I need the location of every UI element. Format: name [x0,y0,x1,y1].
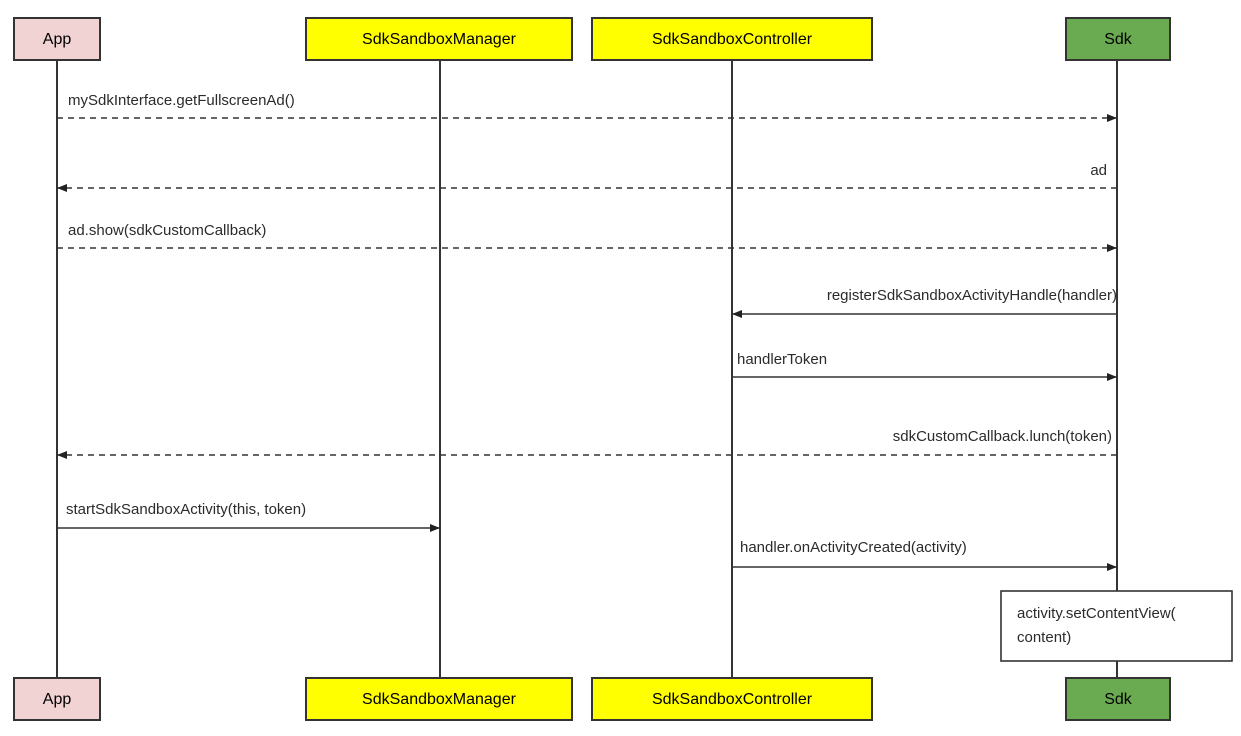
message-label-m6: sdkCustomCallback.lunch(token) [893,428,1112,445]
participant-controller-bottom[interactable]: SdkSandboxController [591,677,873,721]
participant-sdk-bottom[interactable]: Sdk [1065,677,1171,721]
note-set-content-view-box [1000,590,1233,662]
participant-box-app-top[interactable] [13,17,101,61]
participant-box-controller-top[interactable] [591,17,873,61]
message-m5: handlerToken [732,351,1117,381]
participant-box-sdk-top[interactable] [1065,17,1171,61]
participant-manager-top[interactable]: SdkSandboxManager [305,17,573,61]
participant-box-app-bottom[interactable] [13,677,101,721]
participant-manager-bottom[interactable]: SdkSandboxManager [305,677,573,721]
message-m2: ad [57,162,1117,192]
note-set-content-view-line-1: content) [1017,629,1071,646]
participant-label-app-top: App [43,31,72,48]
message-m1: mySdkInterface.getFullscreenAd() [57,92,1117,122]
message-m8: handler.onActivityCreated(activity) [732,539,1117,571]
lifelines-layer [56,60,1118,678]
message-m6: sdkCustomCallback.lunch(token) [57,428,1117,459]
message-m4: registerSdkSandboxActivityHandle(handler… [732,287,1117,318]
message-label-m2: ad [1090,162,1107,179]
participant-label-manager-bottom: SdkSandboxManager [362,691,517,708]
participant-box-manager-top[interactable] [305,17,573,61]
message-label-m1: mySdkInterface.getFullscreenAd() [68,92,295,109]
participant-label-manager-top: SdkSandboxManager [362,31,517,48]
message-label-m7: startSdkSandboxActivity(this, token) [66,501,306,518]
participant-label-controller-top: SdkSandboxController [652,31,813,48]
participant-box-controller-bottom[interactable] [591,677,873,721]
participant-controller-top[interactable]: SdkSandboxController [591,17,873,61]
participant-label-sdk-bottom: Sdk [1104,691,1133,708]
participant-label-controller-bottom: SdkSandboxController [652,691,813,708]
participant-app-bottom[interactable]: App [13,677,101,721]
message-label-m4: registerSdkSandboxActivityHandle(handler… [827,287,1117,304]
note-set-content-view: activity.setContentView( content) [1000,590,1233,662]
participant-box-manager-bottom[interactable] [305,677,573,721]
participant-label-app-bottom: App [43,691,72,708]
participant-box-sdk-bottom[interactable] [1065,677,1171,721]
notes-layer: activity.setContentView( content) [1000,590,1233,662]
participant-sdk-top[interactable]: Sdk [1065,17,1171,61]
message-m3: ad.show(sdkCustomCallback) [57,222,1117,252]
message-m7: startSdkSandboxActivity(this, token) [57,501,440,532]
note-set-content-view-line-0: activity.setContentView( [1017,605,1176,622]
message-label-m3: ad.show(sdkCustomCallback) [68,222,266,239]
message-label-m8: handler.onActivityCreated(activity) [740,539,967,556]
participant-app-top[interactable]: App [13,17,101,61]
participant-label-sdk-top: Sdk [1104,31,1133,48]
participants-layer: AppAppSdkSandboxManagerSdkSandboxManager… [13,17,1171,721]
message-label-m5: handlerToken [737,351,827,368]
messages-layer: mySdkInterface.getFullscreenAd() ad ad.sho… [57,92,1117,571]
